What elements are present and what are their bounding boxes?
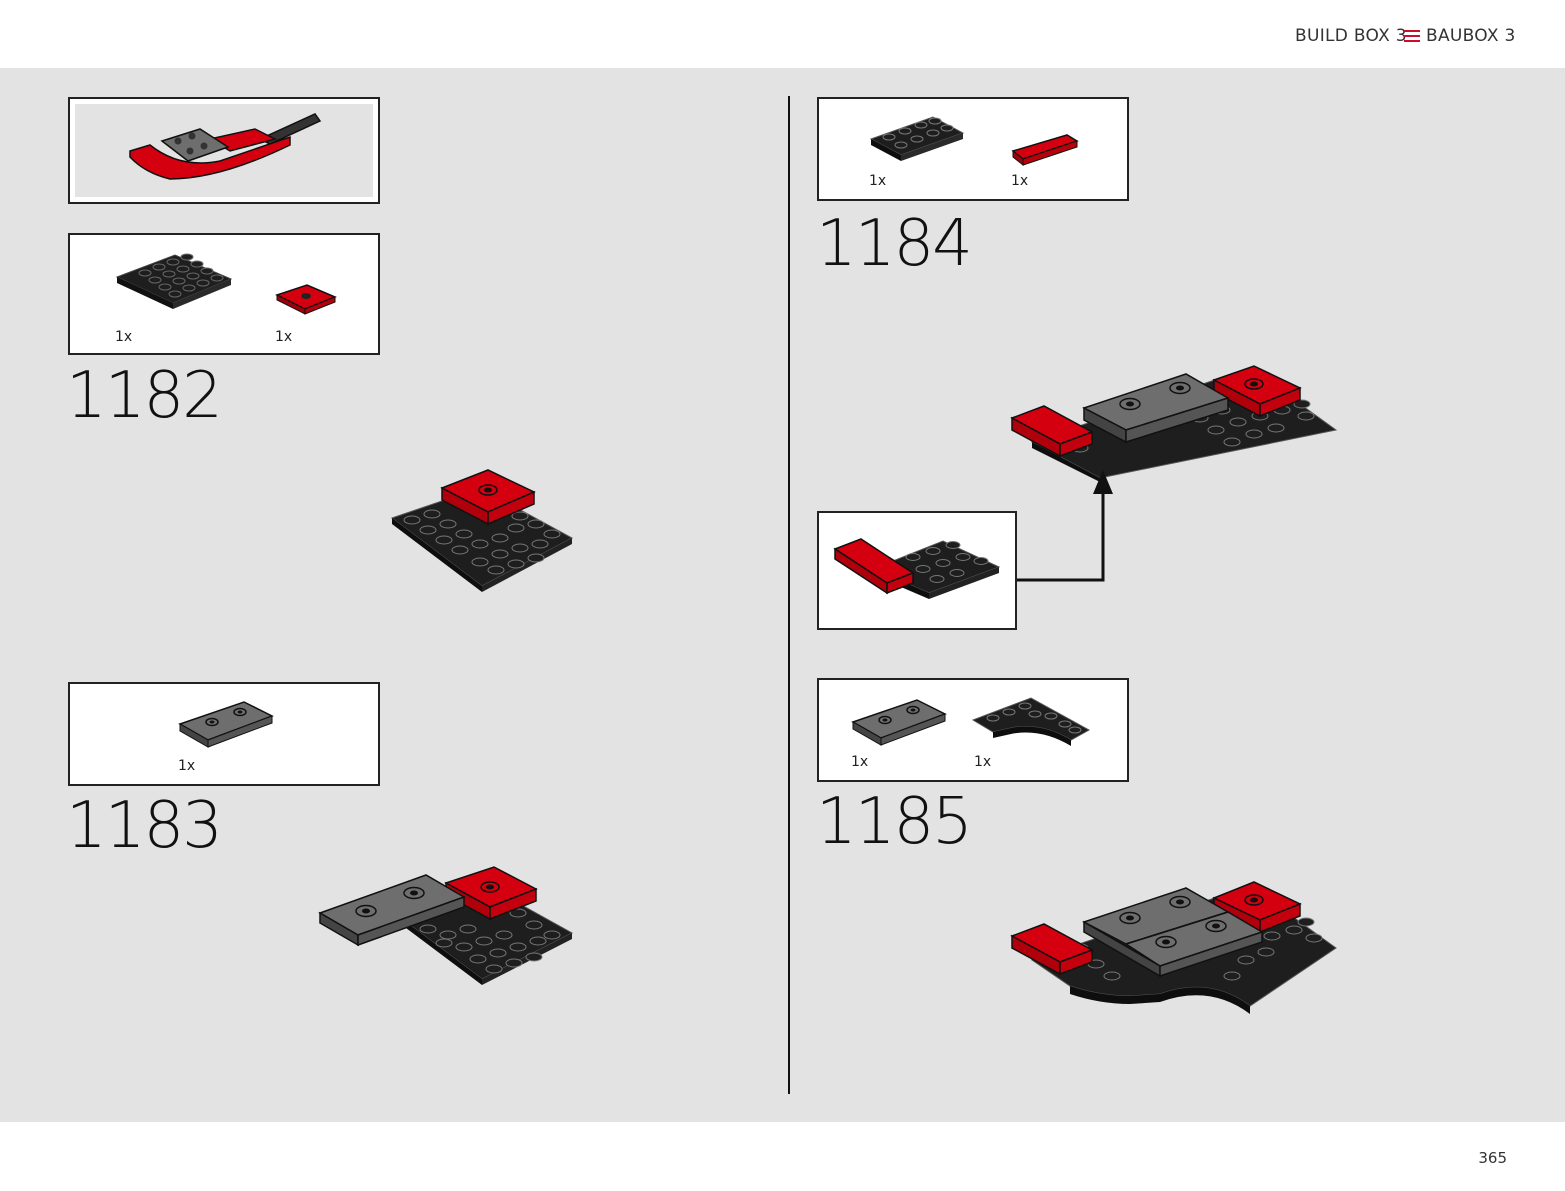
step-1182-number: 1182 [66,359,223,433]
step-1185-number: 1185 [816,785,973,859]
step-1184-model [1010,365,1338,482]
step-1183-number: 1183 [66,789,223,863]
black-curved-plate-icon [971,697,1091,746]
step-1184-parts-box: 1x 1x [817,97,1129,201]
subassembly-preview-model [129,113,322,180]
step-1182-part-1-qty: 1x [115,329,133,345]
black-plate-4x4-icon [115,253,233,309]
red-tile-1x4-icon [1011,134,1079,167]
step-1184-part-1-qty: 1x [869,173,887,189]
step-1182-parts-box: 1x 1x [68,233,380,355]
step-1182-model [390,469,574,592]
step-1185-model [1010,881,1337,1014]
header-baubox-label: BAUBOX 3 [1426,26,1516,46]
black-plate-2x4-icon [869,116,965,161]
page-number: 365 [1478,1149,1507,1167]
step-1185-part-1-qty: 1x [851,754,869,770]
step-1184-substep-box [817,511,1017,630]
red-jumper-plate-icon [275,284,337,315]
page-footer: 365 [0,1122,1565,1191]
step-1183-model [318,866,574,985]
attach-arrow-icon [1017,470,1113,582]
subassembly-preview-bg [75,104,373,197]
step-1185-parts-box: 1x 1x [817,678,1129,782]
page-divider [788,96,790,1094]
page-header: BUILD BOX 3 BAUBOX 3 [0,0,1565,68]
gray-jumper-plate-1x3-icon [851,699,947,746]
triple-bar-icon [1404,30,1420,42]
gray-jumper-plate-1x3-icon [178,701,274,748]
subassembly-preview-box [68,97,380,204]
step-1182-part-2-qty: 1x [275,329,293,345]
step-1184-number: 1184 [816,207,973,281]
header-build-box-label: BUILD BOX 3 [1295,26,1407,46]
instruction-spread: 1x 1x 1182 [0,68,1565,1122]
step-1184-part-2-qty: 1x [1011,173,1029,189]
step-1183-part-1-qty: 1x [178,758,196,774]
step-1185-part-2-qty: 1x [974,754,992,770]
substep-model [833,538,1001,599]
step-1183-parts-box: 1x [68,682,380,786]
